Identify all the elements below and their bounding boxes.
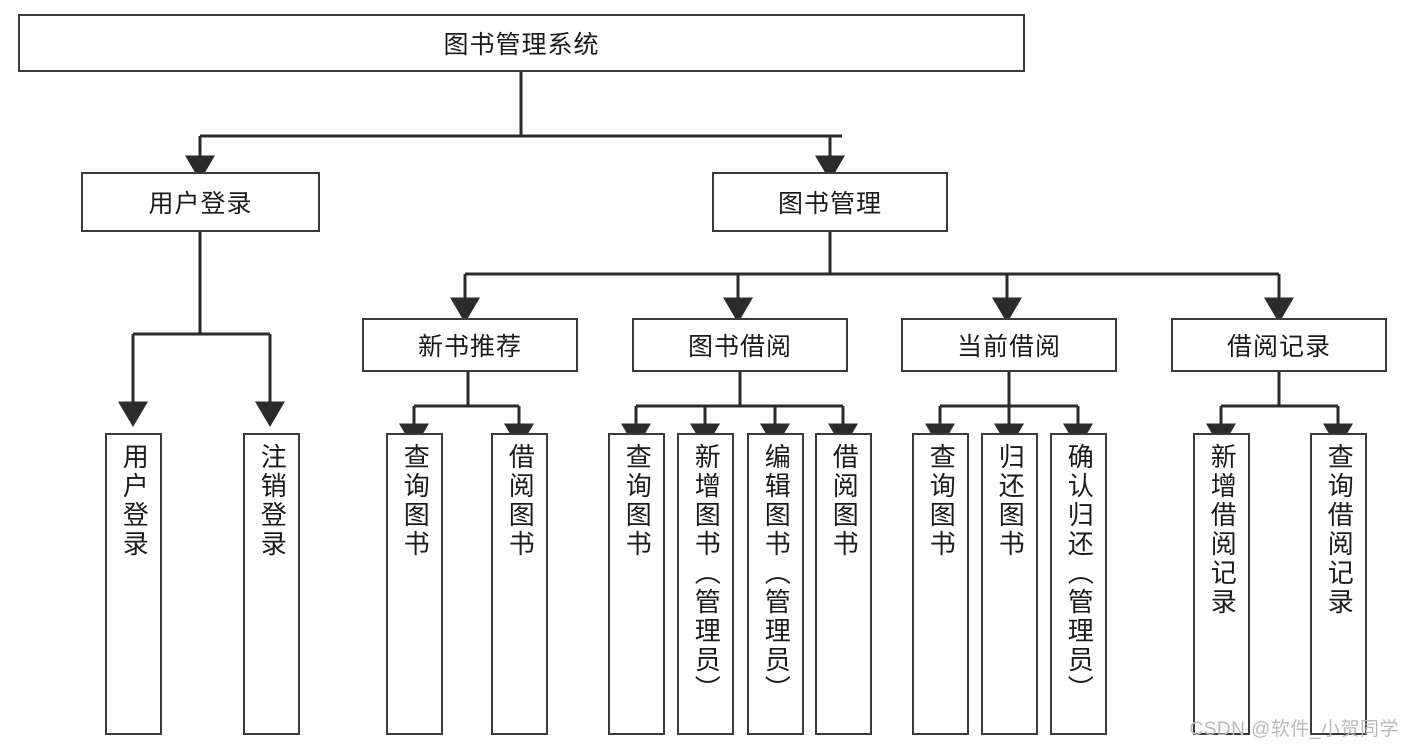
node-borrow-record[interactable]: 借阅记录 bbox=[1171, 318, 1387, 372]
node-leaf-query-record-label: 查询借阅记录 bbox=[1324, 443, 1355, 617]
node-leaf-query-book-3[interactable]: 查询图书 bbox=[912, 433, 969, 735]
node-leaf-add-book[interactable]: 新增图书（管理员） bbox=[677, 433, 734, 735]
node-leaf-user-login-label: 用户登录 bbox=[119, 443, 150, 559]
node-leaf-query-book-3-label: 查询图书 bbox=[926, 443, 957, 559]
node-root[interactable]: 图书管理系统 bbox=[18, 14, 1025, 72]
node-book-borrow-label: 图书借阅 bbox=[687, 333, 792, 361]
node-user-login-label: 用户登录 bbox=[148, 190, 253, 218]
node-leaf-query-book-1[interactable]: 查询图书 bbox=[386, 433, 443, 735]
node-leaf-add-record[interactable]: 新增借阅记录 bbox=[1193, 433, 1250, 735]
watermark-text: CSDN @软件_小贺同学 bbox=[1189, 719, 1399, 740]
node-leaf-logout-label: 注销登录 bbox=[257, 443, 288, 559]
node-leaf-query-book-2-label: 查询图书 bbox=[622, 443, 653, 559]
node-leaf-borrow-book-2-label: 借阅图书 bbox=[829, 443, 860, 559]
node-leaf-logout[interactable]: 注销登录 bbox=[243, 433, 300, 735]
node-book-manage-label: 图书管理 bbox=[777, 190, 882, 218]
node-book-borrow[interactable]: 图书借阅 bbox=[632, 318, 848, 372]
node-leaf-add-record-label: 新增借阅记录 bbox=[1207, 443, 1238, 617]
node-leaf-return-book[interactable]: 归还图书 bbox=[981, 433, 1038, 735]
node-leaf-borrow-book-1[interactable]: 借阅图书 bbox=[491, 433, 548, 735]
node-new-book-rec-label: 新书推荐 bbox=[417, 333, 522, 361]
node-leaf-edit-book-label: 编辑图书（管理员） bbox=[761, 443, 792, 704]
node-leaf-add-book-label: 新增图书（管理员） bbox=[691, 443, 722, 704]
node-current-borrow[interactable]: 当前借阅 bbox=[901, 318, 1117, 372]
node-leaf-confirm-return-label: 确认归还（管理员） bbox=[1064, 443, 1095, 704]
node-leaf-borrow-book-2[interactable]: 借阅图书 bbox=[815, 433, 872, 735]
node-leaf-edit-book[interactable]: 编辑图书（管理员） bbox=[747, 433, 804, 735]
node-leaf-return-book-label: 归还图书 bbox=[995, 443, 1026, 559]
node-user-login[interactable]: 用户登录 bbox=[81, 172, 320, 232]
node-root-label: 图书管理系统 bbox=[443, 31, 600, 59]
node-borrow-record-label: 借阅记录 bbox=[1226, 333, 1331, 361]
node-new-book-rec[interactable]: 新书推荐 bbox=[362, 318, 578, 372]
node-leaf-query-record[interactable]: 查询借阅记录 bbox=[1310, 433, 1367, 735]
node-leaf-query-book-1-label: 查询图书 bbox=[400, 443, 431, 559]
node-book-manage[interactable]: 图书管理 bbox=[712, 172, 948, 232]
node-leaf-query-book-2[interactable]: 查询图书 bbox=[608, 433, 665, 735]
node-leaf-confirm-return[interactable]: 确认归还（管理员） bbox=[1050, 433, 1107, 735]
node-leaf-borrow-book-1-label: 借阅图书 bbox=[505, 443, 536, 559]
node-current-borrow-label: 当前借阅 bbox=[956, 333, 1061, 361]
node-leaf-user-login[interactable]: 用户登录 bbox=[105, 433, 162, 735]
